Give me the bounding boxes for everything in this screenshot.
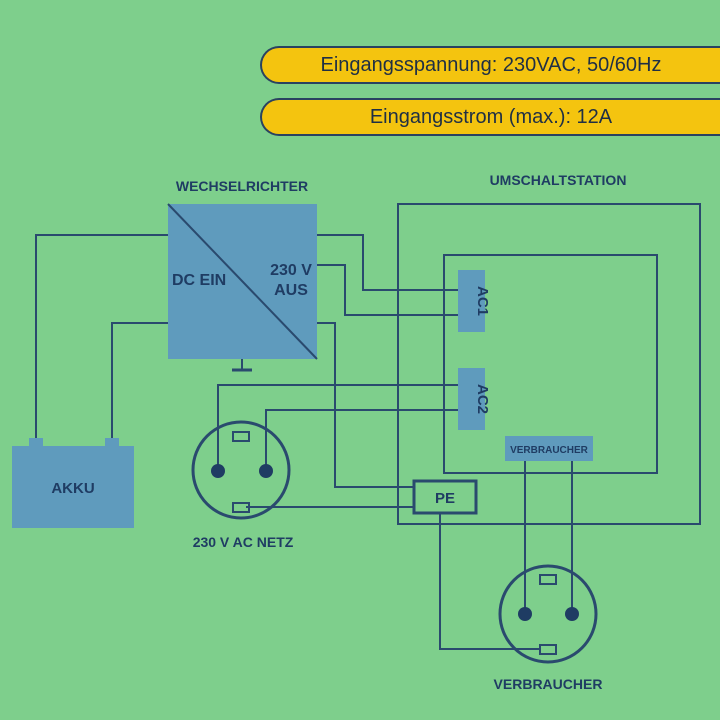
inverter-dc-in: DC EIN xyxy=(172,272,226,289)
consumer-socket-label: VERBRAUCHER xyxy=(494,676,603,692)
switch-station-inner xyxy=(443,254,658,474)
wire-grid-ac2-a xyxy=(217,384,458,468)
input-voltage-badge: Eingangsspannung: 230VAC, 50/60Hz xyxy=(260,46,720,84)
ac2-port: AC2 xyxy=(458,368,491,430)
consumer-socket-pin-left xyxy=(518,607,532,621)
grid-socket-ring xyxy=(191,420,291,520)
input-voltage-text: Eingangsspannung: 230VAC, 50/60Hz xyxy=(320,53,662,76)
consumer-port: VERBRAUCHER xyxy=(505,436,593,461)
wire-inverter-ac1-a xyxy=(317,234,458,291)
consumer-socket-ring xyxy=(498,564,598,664)
battery-label: AKKU xyxy=(51,480,94,497)
battery-terminal-minus xyxy=(105,438,119,446)
inverter-title: WECHSELRICHTER xyxy=(176,178,308,194)
ac1-box xyxy=(458,270,485,332)
consumer-socket-earth-top xyxy=(539,574,557,585)
ac1-label: AC1 xyxy=(474,286,491,316)
ac2-label: AC2 xyxy=(474,384,491,414)
pe-label: PE xyxy=(435,490,455,507)
inverter-ac-out-2: AUS xyxy=(274,282,308,299)
wire-grid-ac2-b xyxy=(265,409,458,468)
wires xyxy=(35,234,573,650)
inverter-ac-out-1: 230 V xyxy=(270,262,312,279)
consumer-socket: VERBRAUCHER xyxy=(494,564,603,692)
pe-terminal: PE xyxy=(412,479,478,515)
battery-terminal-plus xyxy=(29,438,43,446)
switch-station-title: UMSCHALTSTATION xyxy=(490,172,627,188)
input-current-badge: Eingangsstrom (max.): 12A xyxy=(260,98,720,136)
wire-pe-consumer xyxy=(439,513,540,650)
consumer-socket-earth-bottom xyxy=(539,644,557,655)
consumer-socket-pin-right xyxy=(565,607,579,621)
consumer-port-box xyxy=(505,436,593,461)
wire-battery-dc-plus xyxy=(35,234,168,442)
grid-socket-earth-bottom xyxy=(232,502,250,513)
input-current-text: Eingangsstrom (max.): 12A xyxy=(369,105,613,128)
consumer-port-label: VERBRAUCHER xyxy=(510,445,589,456)
ac1-port: AC1 xyxy=(458,270,491,332)
wire-inverter-ac1-b xyxy=(317,264,458,316)
grid-socket-pin-right xyxy=(259,464,273,478)
grid-socket-label: 230 V AC NETZ xyxy=(193,534,294,550)
grid-socket-earth-top xyxy=(232,431,250,442)
grid-socket: 230 V AC NETZ xyxy=(191,420,294,550)
wire-battery-dc-minus xyxy=(111,322,414,488)
battery-body xyxy=(12,446,134,528)
ac2-box xyxy=(458,368,485,430)
grid-socket-pin-left xyxy=(211,464,225,478)
inverter-diagonal xyxy=(167,203,318,360)
inverter: WECHSELRICHTER DC EIN 230 V AUS xyxy=(167,178,318,360)
switch-station-outer xyxy=(397,203,701,525)
battery: AKKU xyxy=(12,438,134,528)
pe-box xyxy=(412,479,478,515)
